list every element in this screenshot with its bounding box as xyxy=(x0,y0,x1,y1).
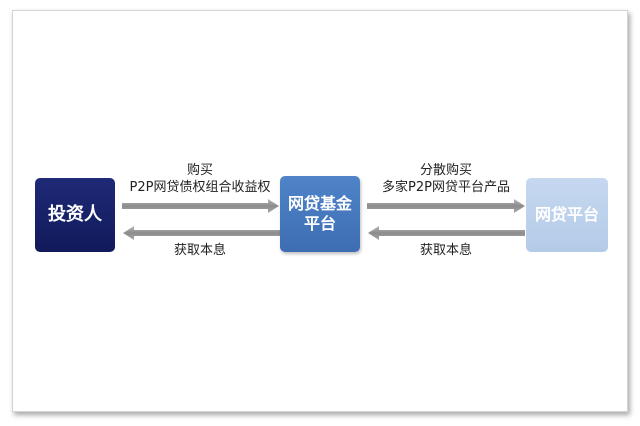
edge-label-distributed-buy: 分散购买 xyxy=(419,163,472,178)
investor-node: 投资人 xyxy=(35,178,115,252)
fund-node-label-line2: 平台 xyxy=(303,214,336,233)
edge-label-platform-to-fund: 获取本息 xyxy=(419,243,472,258)
arrow-fund-to-platform xyxy=(367,199,525,213)
investor-node-label: 投资人 xyxy=(48,203,102,225)
arrow-platform-to-fund xyxy=(368,226,525,240)
edge-label-p2p-rights: P2P网贷债权组合收益权 xyxy=(129,180,271,195)
edge-label-multi-platform-products: 多家P2P网贷平台产品 xyxy=(382,180,510,195)
arrow-investor-to-fund xyxy=(122,199,279,213)
platform-node-label: 网贷平台 xyxy=(534,205,599,224)
arrow-fund-to-investor xyxy=(123,226,280,240)
lending-platform-node: 网贷平台 xyxy=(526,178,608,252)
edge-label-buy: 购买 xyxy=(186,163,213,178)
fund-platform-node: 网贷基金 平台 xyxy=(280,176,360,252)
edge-label-fund-to-investor: 获取本息 xyxy=(173,243,226,258)
edge-label-investor-to-fund: 购买 P2P网贷债权组合收益权 xyxy=(120,162,280,196)
edge-label-fund-to-platform: 分散购买 多家P2P网贷平台产品 xyxy=(366,162,526,196)
fund-node-label-line1: 网贷基金 xyxy=(287,194,352,213)
